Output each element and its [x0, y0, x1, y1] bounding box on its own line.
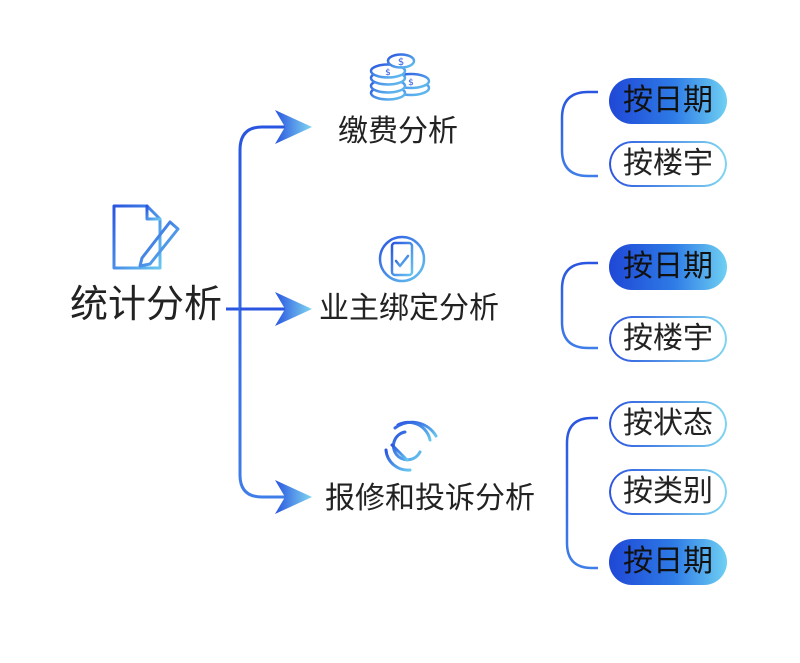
pill-repair-by-date[interactable]: 按日期 [609, 539, 727, 585]
spine-connector [238, 125, 285, 499]
pill-label: 按日期 [623, 544, 713, 579]
coins-icon: $ $ $ [369, 53, 431, 101]
bracket-1 [560, 90, 598, 178]
pill-repair-by-status[interactable]: 按状态 [609, 401, 727, 447]
pill-label: 按楼宇 [623, 321, 713, 356]
bracket-2 [560, 261, 598, 350]
pill-label: 按日期 [623, 83, 713, 118]
pill-label: 按状态 [623, 406, 713, 441]
pill-binding-by-date[interactable]: 按日期 [609, 244, 727, 290]
arrow-head-2 [275, 292, 312, 326]
branch-label-binding: 业主绑定分析 [319, 291, 499, 326]
pill-binding-by-building[interactable]: 按楼宇 [609, 316, 727, 362]
pill-payment-by-building[interactable]: 按楼宇 [609, 141, 727, 187]
pill-payment-by-date[interactable]: 按日期 [609, 78, 727, 124]
pill-repair-by-category[interactable]: 按类别 [609, 469, 727, 515]
bracket-3 [565, 416, 598, 570]
branch-label-repair: 报修和投诉分析 [325, 481, 535, 516]
pill-label: 按类别 [623, 474, 713, 509]
phone-check-icon [378, 235, 426, 283]
svg-text:$: $ [398, 57, 404, 68]
svg-text:$: $ [385, 68, 391, 78]
root-label: 统计分析 [70, 282, 223, 326]
branch-label-payment: 缴费分析 [338, 114, 458, 149]
arrow-head-3 [275, 480, 312, 514]
document-edit-icon [112, 204, 180, 270]
arrow-head-1 [275, 110, 312, 144]
svg-text:$: $ [408, 78, 414, 88]
pill-label: 按日期 [623, 249, 713, 284]
wrench-icon [384, 420, 438, 472]
pill-label: 按楼宇 [623, 146, 713, 181]
